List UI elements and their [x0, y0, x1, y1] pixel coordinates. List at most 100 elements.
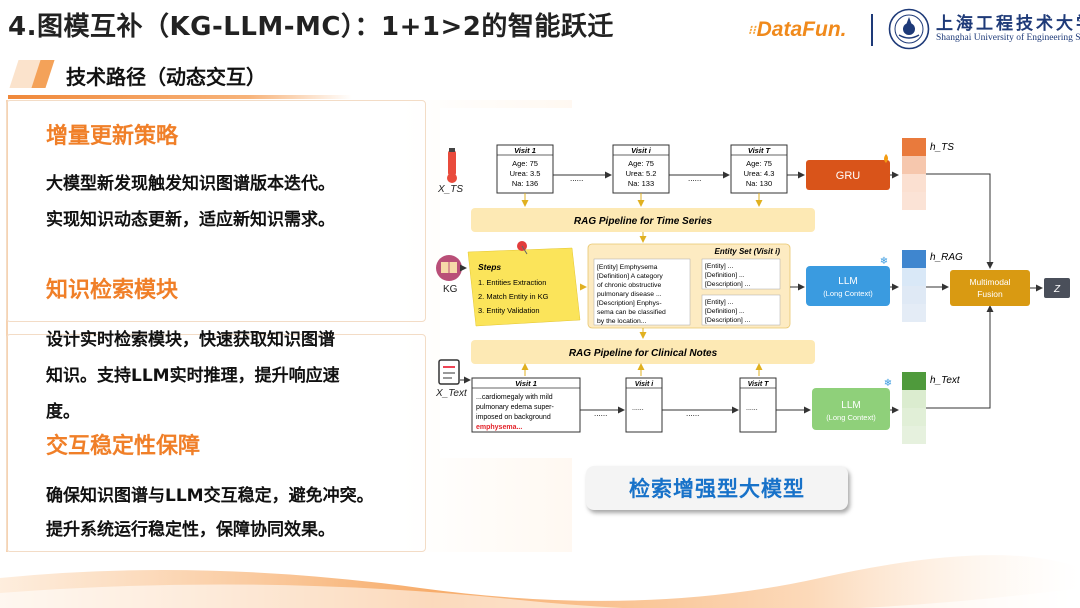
h-text-label: h_Text — [930, 375, 961, 386]
figure-caption: 检索增强型大模型 — [586, 466, 848, 510]
gru-block: GRU — [806, 154, 890, 190]
section-text-line: 大模型新发现触发知识图谱版本迭代。 — [46, 174, 335, 194]
svg-text:Steps: Steps — [478, 262, 501, 272]
university-name-cn: 上海工程技术大学 — [936, 14, 1080, 34]
svg-text:[Entity] ...: [Entity] ... — [705, 263, 733, 270]
page-title: 4.图模互补（KG-LLM-MC）：1+1>2的智能跃迁 — [8, 12, 614, 42]
entity-set-panel: Entity Set (Visit i) [Entity] Emphysema … — [587, 243, 791, 329]
svg-text:Age: 75: Age: 75 — [628, 159, 654, 168]
snowflake-icon: ❄ — [884, 378, 892, 389]
svg-text:......: ...... — [686, 409, 699, 418]
note-box-1: Visit 1 ...cardiomegaly with mild pulmon… — [471, 377, 581, 433]
university-name-en: Shanghai University of Engineering Scien… — [936, 33, 1080, 43]
svg-text:[Description] ...: [Description] ... — [705, 281, 750, 288]
svg-text:......: ...... — [594, 409, 607, 418]
svg-text:Urea: 5.2: Urea: 5.2 — [626, 169, 657, 178]
svg-text:...cardiomegaly with mild: ...cardiomegaly with mild — [476, 394, 553, 401]
section-text-line: 知识。支持LLM实时推理，提升响应速 — [46, 366, 340, 386]
flame-icon — [884, 154, 888, 163]
h-rag-vector — [902, 250, 926, 322]
input-label-kg: KG — [443, 284, 458, 295]
input-label-ts: X_TS — [437, 184, 463, 195]
visit-box-t: Visit T Age: 75 Urea: 4.3 Na: 130 — [730, 144, 788, 194]
svg-text:Na: 133: Na: 133 — [628, 179, 654, 188]
svg-text:[Definition] ...: [Definition] ... — [705, 272, 745, 279]
svg-text:......: ...... — [746, 405, 758, 412]
steps-note: Steps 1. Entities Extraction 2. Match En… — [467, 241, 581, 327]
svg-text:emphysema...: emphysema... — [476, 424, 522, 431]
svg-text:of chronic obstructive: of chronic obstructive — [597, 282, 661, 289]
svg-text:Age: 75: Age: 75 — [512, 159, 538, 168]
svg-text:[Definition] ...: [Definition] ... — [705, 308, 745, 315]
svg-text:Fusion: Fusion — [977, 289, 1003, 299]
visit-box-i: Visit i Age: 75 Urea: 5.2 Na: 133 — [612, 144, 670, 194]
rag-pipeline-time-series: RAG Pipeline for Time Series — [471, 208, 815, 232]
university-seal-icon — [888, 8, 930, 50]
svg-text:Visit i: Visit i — [631, 146, 652, 155]
section-text-line: 实现知识动态更新，适应新知识需求。 — [46, 210, 335, 230]
datafun-logo: ⁝⁝DataFun. — [748, 18, 846, 42]
svg-text:......: ...... — [688, 174, 701, 183]
svg-text:Visit i: Visit i — [635, 381, 654, 388]
svg-text:sema can be classified: sema can be classified — [597, 309, 666, 316]
svg-text:Na: 130: Na: 130 — [746, 179, 772, 188]
svg-text:......: ...... — [632, 405, 644, 412]
llm-block-rag: LLM (Long Context) ❄ — [806, 256, 890, 306]
h-rag-label: h_RAG — [930, 252, 963, 263]
subtitle-underline — [8, 95, 352, 99]
header-divider — [871, 14, 873, 46]
svg-text:......: ...... — [570, 174, 583, 183]
note-box-t: Visit T ...... — [739, 377, 777, 433]
svg-text:[Entity] ...: [Entity] ... — [705, 299, 733, 306]
svg-text:Age: 75: Age: 75 — [746, 159, 772, 168]
svg-text:Multimodal: Multimodal — [969, 277, 1010, 287]
output-z: Z — [1044, 278, 1070, 298]
svg-text:(Long Context): (Long Context) — [823, 289, 873, 298]
timeseries-input-icon — [447, 148, 457, 183]
svg-text:3. Entity Validation: 3. Entity Validation — [478, 306, 540, 315]
svg-text:Urea: 3.5: Urea: 3.5 — [510, 169, 541, 178]
h-text-vector — [902, 372, 926, 444]
svg-text:[Entity] Emphysema: [Entity] Emphysema — [597, 264, 658, 271]
svg-text:Visit 1: Visit 1 — [515, 379, 537, 388]
clinical-notes-icon — [438, 359, 460, 385]
svg-text:2. Match Entity in KG: 2. Match Entity in KG — [478, 292, 549, 301]
svg-text:[Description] ...: [Description] ... — [705, 317, 750, 324]
section-title-incremental-update: 增量更新策略 — [46, 124, 179, 149]
svg-text:Urea: 4.3: Urea: 4.3 — [744, 169, 775, 178]
svg-text:pulmonary edema super-: pulmonary edema super- — [476, 404, 554, 411]
multimodal-fusion-block: Multimodal Fusion — [950, 270, 1030, 306]
svg-text:pulmonary disease ...: pulmonary disease ... — [597, 291, 662, 298]
panel-frame-bottom — [6, 334, 426, 552]
svg-text:1. Entities Extraction: 1. Entities Extraction — [478, 278, 546, 287]
llm-block-text: LLM (Long Context) ❄ — [812, 378, 892, 430]
section-title-interaction-stability: 交互稳定性保障 — [46, 434, 201, 459]
input-label-text: X_Text — [435, 388, 468, 399]
rag-pipeline-clinical-notes: RAG Pipeline for Clinical Notes — [471, 340, 815, 364]
note-box-i: Visit i ...... — [625, 377, 663, 433]
h-ts-label: h_TS — [930, 142, 954, 153]
svg-text:Entity Set (Visit i): Entity Set (Visit i) — [715, 247, 781, 256]
logo-text: DataFun. — [756, 18, 847, 41]
section-text-line: 提升系统运行稳定性，保障协同效果。 — [46, 520, 335, 540]
logo-dots-icon: ⁝⁝ — [748, 23, 756, 38]
section-text-line: 确保知识图谱与LLM交互稳定，避免冲突。 — [46, 486, 374, 506]
visit-box-1: Visit 1 Age: 75 Urea: 3.5 Na: 136 — [496, 144, 554, 194]
svg-text:by the location...: by the location... — [597, 318, 647, 325]
h-ts-vector — [902, 138, 926, 210]
svg-text:Na: 136: Na: 136 — [512, 179, 538, 188]
svg-text:RAG Pipeline for Clinical Note: RAG Pipeline for Clinical Notes — [569, 348, 718, 359]
section-title-knowledge-retrieval: 知识检索模块 — [46, 278, 179, 303]
svg-text:LLM: LLM — [838, 276, 857, 287]
svg-text:Visit 1: Visit 1 — [514, 146, 536, 155]
svg-text:[Definition] A category: [Definition] A category — [597, 273, 663, 280]
svg-text:RAG Pipeline for Time Series: RAG Pipeline for Time Series — [574, 216, 713, 227]
svg-text:(Long Context): (Long Context) — [826, 413, 876, 422]
snowflake-icon: ❄ — [880, 256, 888, 267]
svg-text:Visit T: Visit T — [748, 146, 772, 155]
svg-text:Z: Z — [1053, 284, 1061, 295]
svg-text:GRU: GRU — [836, 170, 861, 182]
section-text-line: 度。 — [46, 402, 80, 422]
panel-frame-top — [6, 100, 426, 322]
